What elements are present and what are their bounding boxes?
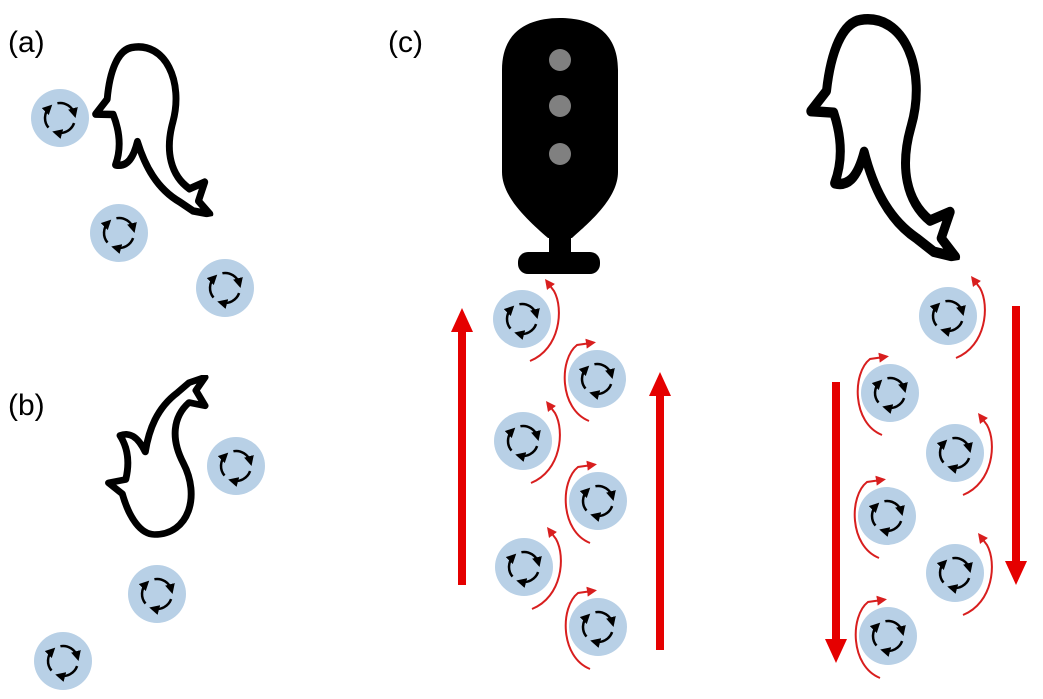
vortex-icon (569, 598, 627, 656)
vortex-icon (858, 487, 916, 545)
vortex-icon (926, 544, 984, 602)
robot-light-middle (549, 95, 571, 117)
vortex-icon (493, 290, 551, 348)
robot-light-bottom (549, 143, 571, 165)
vortex-icon (495, 538, 553, 596)
vortex-icon (90, 204, 148, 262)
panel-label-b: (b) (8, 389, 45, 422)
flow-arrow-icon (825, 382, 847, 663)
vortex-icon (861, 364, 919, 422)
fish-outline-icon-panel-b (109, 377, 206, 534)
vortex-icon (926, 424, 984, 482)
robot-light-top (549, 49, 571, 71)
fish-outline-icon-panel-c (801, 9, 956, 277)
vortex-icon (569, 472, 627, 530)
flow-arrow-icon (451, 308, 473, 585)
robotic-fish-body-icon (502, 18, 618, 274)
vortex-icon (196, 259, 254, 317)
vortex-icon (128, 565, 186, 623)
fish-outline-icon-panel-a (86, 38, 210, 232)
vortex-icon (207, 437, 265, 495)
flow-arrow-icon (1005, 306, 1027, 585)
vortex-icon (494, 412, 552, 470)
flow-arrow-icon (649, 372, 671, 650)
vortex-icon (34, 632, 92, 690)
vortex-icon (31, 89, 89, 147)
panel-label-a: (a) (8, 26, 45, 59)
vortex-icon (919, 287, 977, 345)
vortex-icon (859, 607, 917, 665)
panel-label-c: (c) (388, 26, 423, 59)
vortex-icon (568, 350, 626, 408)
flow-arrows (451, 306, 1027, 663)
